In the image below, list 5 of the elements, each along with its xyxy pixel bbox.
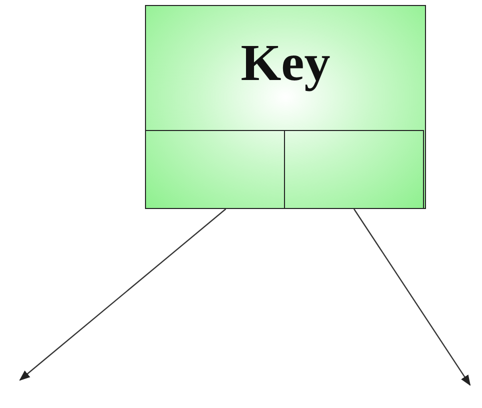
arrow [19, 208, 226, 381]
key-box [145, 5, 426, 209]
key-cell [284, 130, 424, 208]
key-title: Key [240, 34, 332, 93]
arrow [354, 208, 471, 386]
